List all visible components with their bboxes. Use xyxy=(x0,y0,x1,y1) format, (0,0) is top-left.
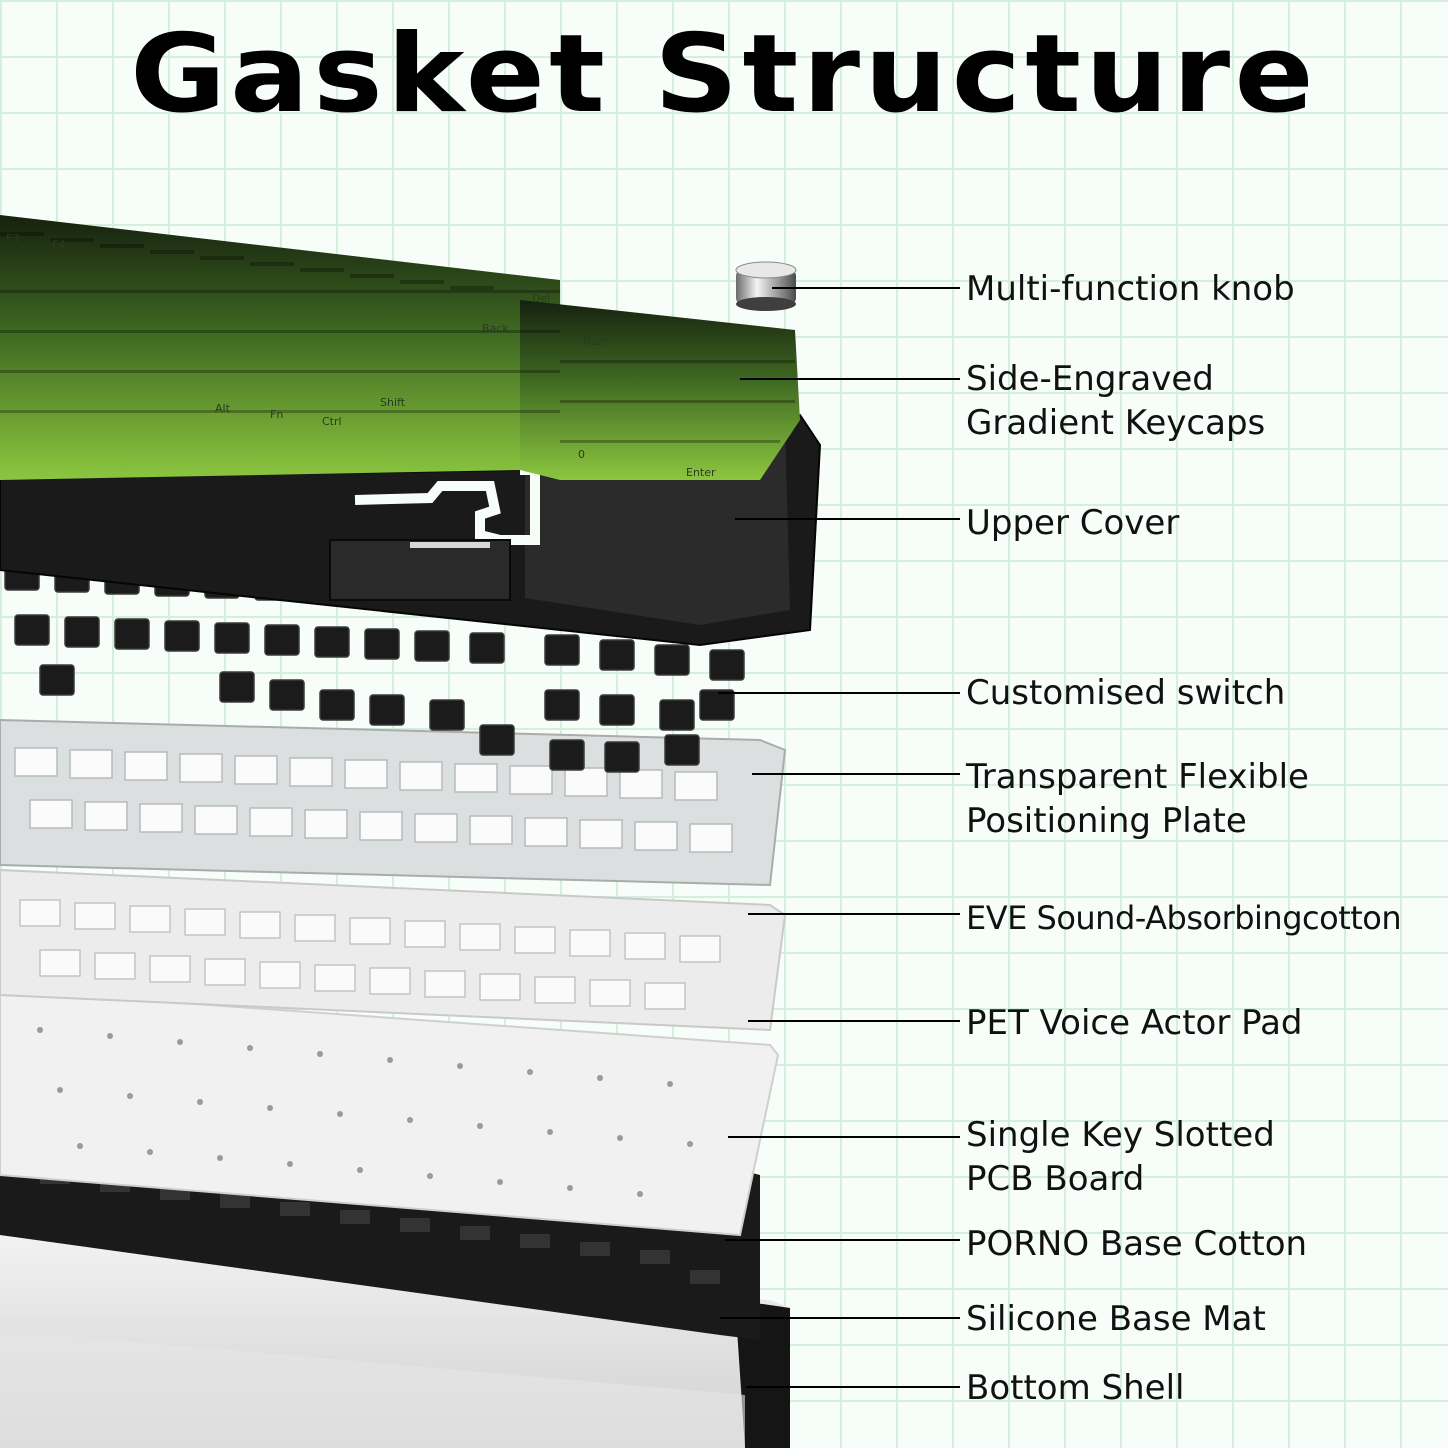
keycap-legend: Shift xyxy=(380,396,406,409)
exploded-keyboard-illustration: F3 F4 Num Alt Fn Ctrl Shift Back Enter D… xyxy=(0,215,822,1448)
label-line: Silicone Base Mat xyxy=(966,1299,1266,1339)
label-line: PORNO Base Cotton xyxy=(966,1224,1308,1264)
label-line: EVE Sound-Absorbingcotton xyxy=(966,899,1402,937)
label-pcb-board: Single Key Slotted PCB Board xyxy=(966,1113,1448,1201)
keycap-legend: Back xyxy=(482,322,509,335)
keycap-legend: Enter xyxy=(686,466,716,479)
pet-pad-layer xyxy=(0,988,780,1237)
label-line: Multi-function knob xyxy=(966,269,1295,309)
keycap-legend: F4 xyxy=(52,238,65,251)
leader-line-knob xyxy=(772,287,960,289)
leader-line-pcb xyxy=(728,1136,960,1138)
keycap-legend: Alt xyxy=(215,402,231,415)
label-keycaps: Side-Engraved Gradient Keycaps xyxy=(966,357,1448,445)
keycap-legend: F3 xyxy=(6,232,19,245)
label-line: Single Key Slotted xyxy=(966,1115,1275,1155)
diagram-title: Gasket Structure xyxy=(130,12,1318,137)
label-customised-switch: Customised switch xyxy=(966,671,1448,715)
label-eve-cotton: EVE Sound-Absorbingcotton xyxy=(966,896,1448,940)
label-silicone-mat: Silicone Base Mat xyxy=(966,1297,1448,1341)
label-line: Side-Engraved xyxy=(966,359,1214,399)
label-line: PET Voice Actor Pad xyxy=(966,1003,1303,1043)
label-line: Gradient Keycaps xyxy=(966,403,1266,443)
leader-line-switch xyxy=(718,692,960,694)
leader-line-plate xyxy=(752,773,960,775)
label-line: Customised switch xyxy=(966,673,1286,713)
keycap-legend: Ctrl xyxy=(322,415,342,428)
label-multi-function-knob: Multi-function knob xyxy=(966,267,1448,311)
label-line: PCB Board xyxy=(966,1159,1145,1199)
label-bottom-shell: Bottom Shell xyxy=(966,1366,1448,1410)
positioning-plate-layer xyxy=(0,718,787,887)
label-line: Bottom Shell xyxy=(966,1368,1185,1408)
label-line: Positioning Plate xyxy=(966,801,1247,841)
label-pet-pad: PET Voice Actor Pad xyxy=(966,1001,1448,1045)
label-line: Transparent Flexible xyxy=(966,757,1309,797)
label-upper-cover: Upper Cover xyxy=(966,501,1448,545)
leader-line-base-cotton xyxy=(725,1239,960,1241)
leader-line-keycaps xyxy=(740,378,960,380)
label-positioning-plate: Transparent Flexible Positioning Plate xyxy=(966,755,1448,843)
keycap-legend: 0 xyxy=(578,448,585,461)
leader-line-pet-pad xyxy=(748,1020,960,1022)
keycap-legend: Fn xyxy=(270,408,283,421)
knob-icon xyxy=(735,261,797,311)
keycaps-layer: F3 F4 Num Alt Fn Ctrl Shift Back Enter D… xyxy=(0,215,800,480)
label-base-cotton: PORNO Base Cotton xyxy=(966,1222,1448,1266)
leader-line-silicone-mat xyxy=(720,1317,960,1319)
leader-line-eve-cotton xyxy=(748,913,960,915)
leader-line-bottom-shell xyxy=(746,1386,960,1388)
eve-cotton-layer xyxy=(0,868,787,1032)
label-line: Upper Cover xyxy=(966,503,1180,543)
keycap-legend: Num xyxy=(583,335,609,348)
leader-line-upper-cover xyxy=(735,518,960,520)
keycap-legend: Del xyxy=(532,292,550,305)
